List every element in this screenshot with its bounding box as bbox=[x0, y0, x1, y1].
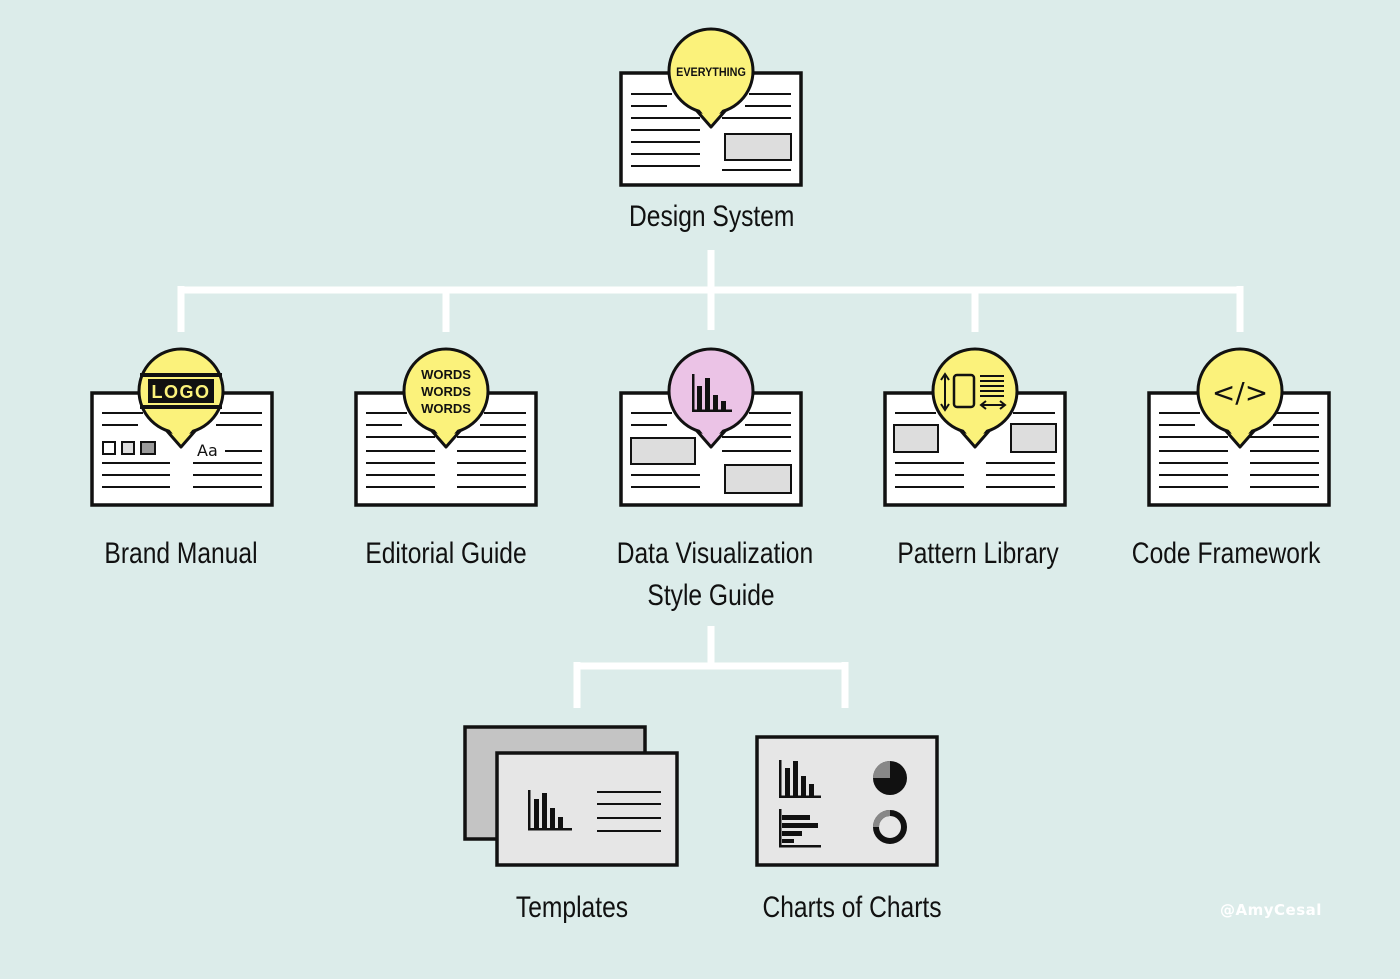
brand-manual-label: Brand Manual bbox=[104, 537, 258, 570]
data-visualization-label: Data Visualization bbox=[616, 537, 814, 570]
pie-chart-icon bbox=[873, 761, 907, 795]
svg-text:WORDS: WORDS bbox=[421, 401, 471, 416]
bar-chart-icon bbox=[692, 374, 732, 412]
code-icon: </> bbox=[1212, 376, 1268, 409]
templates-icon bbox=[463, 725, 679, 867]
templates-label: Templates bbox=[515, 891, 629, 924]
logo-icon: LOGO bbox=[140, 373, 222, 409]
horizontal-bar-chart-icon bbox=[779, 809, 821, 848]
design-system-label: Design System bbox=[629, 200, 795, 233]
code-framework-book-icon: </> bbox=[1147, 347, 1331, 507]
pattern-library-label: Pattern Library bbox=[897, 537, 1059, 570]
data-visualization-book-icon bbox=[619, 347, 803, 507]
brand-manual-book-icon: Aa LOGO bbox=[90, 347, 274, 507]
bar-chart-icon bbox=[779, 760, 821, 798]
author-credit: @AmyCesal bbox=[1220, 901, 1322, 919]
design-system-book-icon: EVERYTHING bbox=[619, 27, 803, 187]
code-framework-label: Code Framework bbox=[1131, 537, 1321, 570]
charts-of-charts-icon bbox=[755, 735, 939, 867]
pattern-library-book-icon bbox=[883, 347, 1067, 507]
words-icon: WORDS WORDS WORDS bbox=[421, 367, 471, 416]
svg-text:LOGO: LOGO bbox=[152, 382, 211, 402]
style-guide-label: Style Guide bbox=[647, 579, 775, 612]
bar-chart-icon bbox=[528, 790, 572, 831]
editorial-guide-book-icon: WORDS WORDS WORDS bbox=[354, 347, 538, 507]
charts-of-charts-label: Charts of Charts bbox=[762, 891, 942, 924]
donut-chart-icon bbox=[873, 810, 907, 844]
svg-text:WORDS: WORDS bbox=[421, 384, 471, 399]
typography-sample: Aa bbox=[197, 441, 218, 460]
editorial-guide-label: Editorial Guide bbox=[365, 537, 527, 570]
badge-everything: EVERYTHING bbox=[676, 67, 746, 80]
connector-lines bbox=[177, 250, 1244, 708]
svg-text:WORDS: WORDS bbox=[421, 367, 471, 382]
layout-arrows-icon bbox=[940, 372, 1007, 412]
